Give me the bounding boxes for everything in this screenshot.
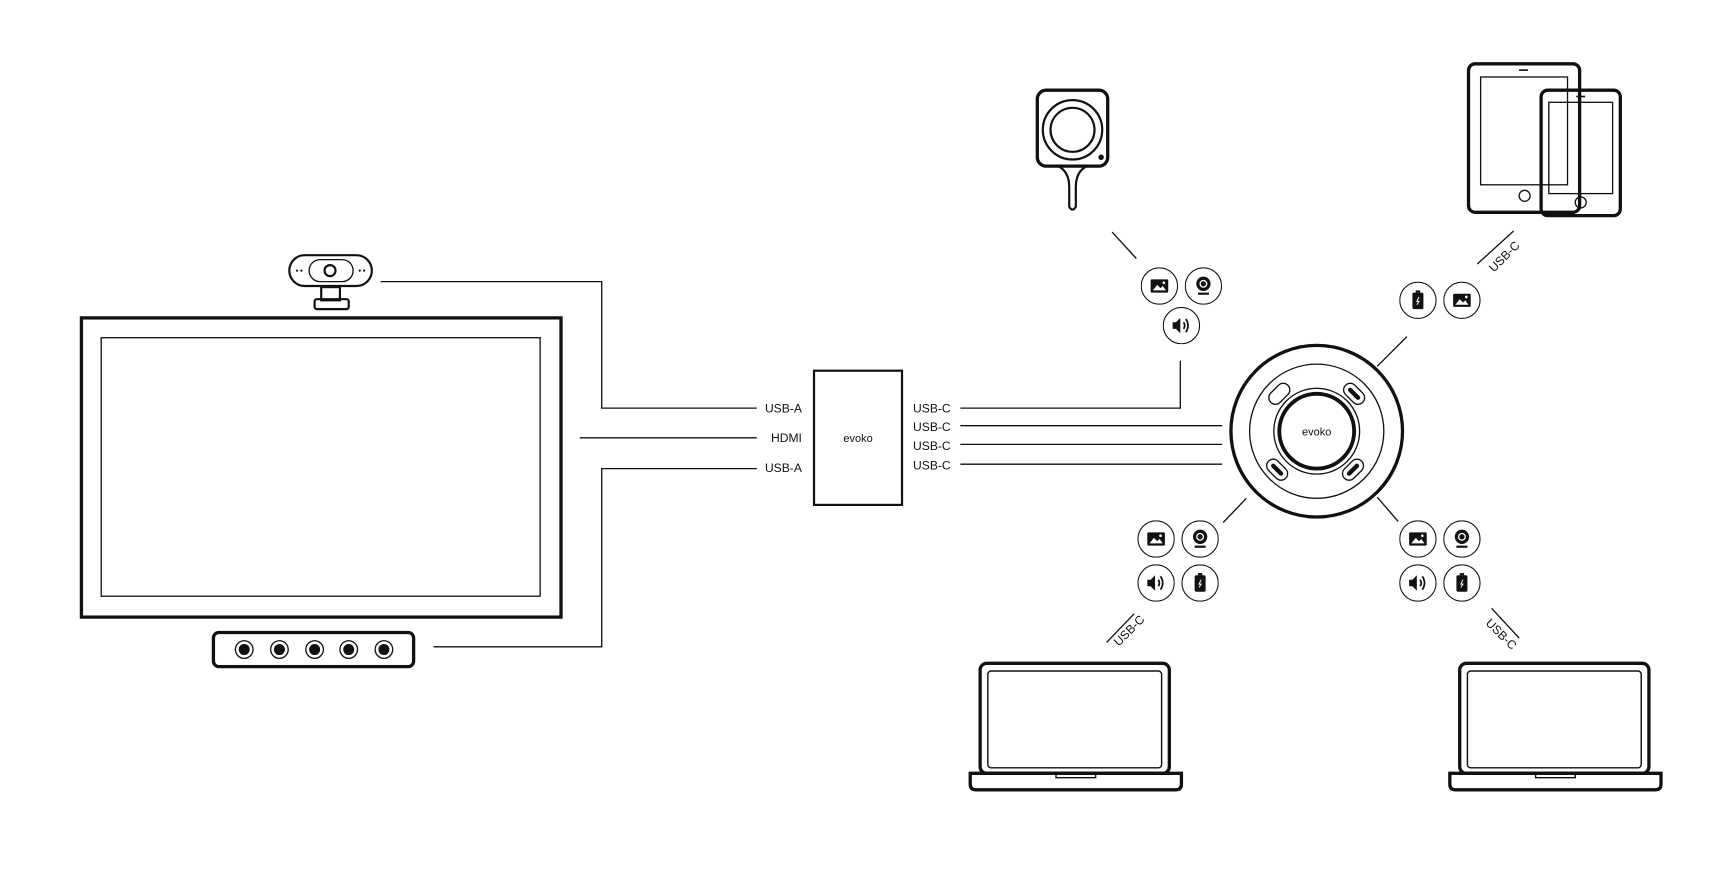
link-laptop-right: [1376, 496, 1399, 522]
label-line-laptop-right: [1491, 607, 1520, 639]
port-label-usb-a-1: USB-A: [765, 402, 803, 416]
cable-hub-dongle: [960, 360, 1181, 409]
port-label-usb-a-2: USB-A: [765, 461, 803, 475]
laptop-right-usb-c-label: USB-C: [1483, 616, 1520, 653]
hub-port-label-2: USB-C: [913, 420, 951, 434]
link-dongle: [1111, 231, 1137, 259]
port-label-hdmi: HDMI: [771, 431, 802, 445]
mobile-devices: [1466, 62, 1622, 218]
hub-brand: evoko: [843, 433, 872, 445]
webcam-icon: [1181, 520, 1219, 558]
image-icon: [1137, 520, 1175, 558]
cable-soundbar-usb-a: [433, 467, 757, 648]
puck-brand: evoko: [1302, 427, 1331, 439]
webcam-icon: [1443, 520, 1481, 558]
link-mobile: [1376, 336, 1408, 367]
laptop-left-usb-c-label: USB-C: [1111, 612, 1148, 649]
soundbar: [211, 630, 416, 669]
battery-icon: [1443, 564, 1481, 602]
speaker-icon: [1162, 306, 1201, 345]
hub-port-label-3: USB-C: [913, 439, 951, 453]
hub-port-label-4: USB-C: [913, 459, 951, 473]
webcam: [288, 254, 373, 311]
speaker-icon: [1399, 564, 1437, 602]
image-icon: [1140, 267, 1179, 305]
cable-webcam-usb-a: [380, 280, 757, 409]
mobile-usb-c-label: USB-C: [1486, 238, 1523, 275]
hub-port-label-1: USB-C: [913, 402, 951, 416]
link-laptop-left: [1222, 497, 1247, 523]
image-icon: [1443, 281, 1481, 319]
battery-icon: [1181, 564, 1219, 602]
label-line-laptop-left: [1106, 613, 1135, 643]
label-line-mobile: [1476, 230, 1515, 265]
laptop-left: [968, 661, 1184, 792]
hub-box: evoko: [812, 369, 904, 506]
display-screen: [79, 316, 563, 619]
image-icon: [1399, 520, 1437, 558]
webcam-icon: [1184, 267, 1223, 305]
laptop-right: [1448, 661, 1663, 792]
battery-icon: [1399, 281, 1437, 319]
wireless-dongle: [1035, 88, 1110, 211]
speaker-icon: [1137, 564, 1175, 602]
speaker-puck: evoko: [1229, 343, 1405, 519]
